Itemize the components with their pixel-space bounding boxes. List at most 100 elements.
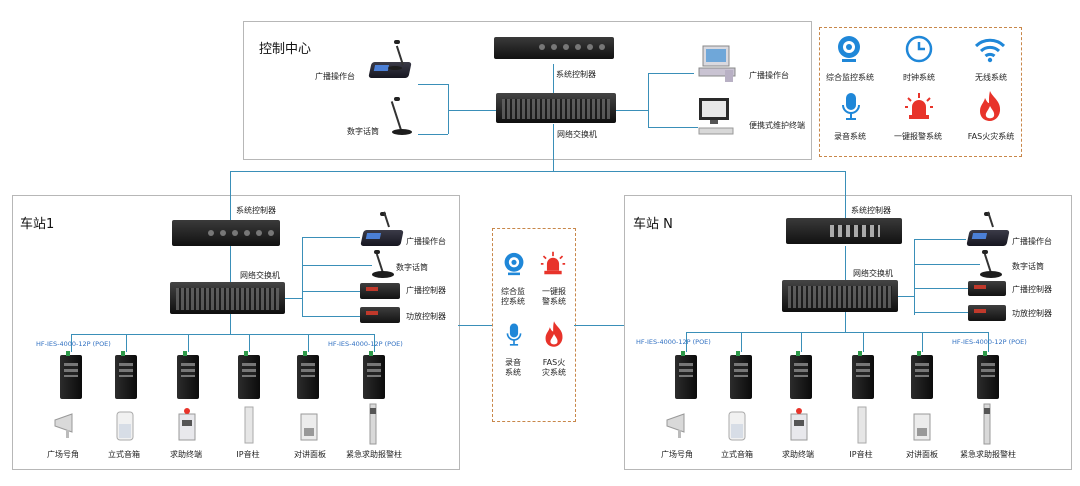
cc-left-bus [418,84,448,85]
sn-bus-mic [914,264,980,265]
sn-poe-switch-3 [790,351,812,399]
s1-switch-to-bus [285,298,302,299]
cc-right-bus [648,73,694,74]
sn-endpoint-3-label: 求助终端 [782,450,814,459]
s1-right-vert [302,237,303,317]
wifi-icon [974,38,1006,63]
stationN-title: 车站 N [633,217,673,232]
s1-endpoint-2-label: 立式音箱 [108,450,140,459]
horn-speaker-icon [666,413,685,438]
s1-poe-left-label: HF-IES-4000-12P (POE) [36,340,111,348]
help-terminal-icon [178,408,196,441]
cc-system-controller-label: 系统控制器 [556,70,596,79]
backbone-sn-drop [845,171,846,223]
cc-ctrl-to-switch [553,64,554,96]
s1-broadcast-controller-label: 广播控制器 [406,286,446,295]
portable-terminal-icon [698,98,734,135]
pc-workstation-icon [698,45,736,82]
s1-system-controller-device [172,220,280,246]
s1-poe-switch-2 [115,351,137,399]
s1-endpoint-bus [71,334,374,335]
s1-bus-bc [302,291,360,292]
sn-drop-5 [922,332,923,352]
cc-digital-mic-label: 数字话筒 [347,127,379,136]
digital-mic-device-2 [390,95,416,135]
sn-endpoint-4-label: IP音柱 [849,450,873,459]
ip-column-speaker-icon [857,406,867,444]
s1-poe-switch-5 [297,351,319,399]
middle-to-sn [574,325,624,326]
s1-drop-6 [374,334,375,352]
sys-item-1-label: 综合监控系统 [826,73,874,82]
s1-to-middle [458,325,492,326]
control-center-title: 控制中心 [259,42,312,57]
s1-system-controller-label: 系统控制器 [236,206,276,215]
sn-drop-3 [801,332,802,352]
sn-network-switch-label: 网络交换机 [853,269,893,278]
sn-drop-6 [988,332,989,352]
sn-system-controller-device [786,218,902,244]
s1-drop-1 [71,334,72,352]
sn-poe-right-label: HF-IES-4000-12P (POE) [952,338,1027,346]
s1-console-mic [378,211,394,232]
sn-drop-4 [863,332,864,352]
s1-bus-mic [302,265,372,266]
sn-poe-switch-2 [730,351,752,399]
alarm-light-icon [905,93,933,119]
s1-amp-controller-device [360,307,400,323]
intercom-panel-icon [913,413,931,441]
s1-drop-3 [188,334,189,352]
horn-speaker-icon [54,413,73,438]
sn-amp-controller-label: 功放控制器 [1012,309,1052,318]
sn-ctrl-to-switch [845,246,846,282]
s1-network-switch-device [170,282,285,314]
standing-speaker-icon [116,411,134,441]
sys-item-6-label: FAS火灾系统 [967,132,1015,141]
mid-item-4-label-2: 灾系统 [542,368,566,377]
s1-amp-controller-label: 功放控制器 [406,312,446,321]
microphone-icon [842,93,860,120]
standing-speaker-icon [728,411,746,441]
station1-title: 车站1 [20,217,55,232]
s1-drop-4 [249,334,250,352]
sn-console-mic [982,211,998,232]
cc-left-to-switch [448,110,496,111]
s1-bus-console [302,237,360,238]
s1-endpoint-4-label: IP音柱 [236,450,260,459]
s1-broadcast-console-device [360,230,404,246]
sn-network-switch-device [782,280,898,312]
sys-item-5-label: 一键报警系统 [894,132,942,141]
sys-item-4-label: 录音系统 [834,132,866,141]
cc-right-to-switch [616,110,648,111]
s1-ctrl-to-switch [230,246,231,282]
cc-left-bus-2 [418,134,448,135]
sys-item-3-label: 无线系统 [975,73,1007,82]
sn-poe-switch-1 [675,351,697,399]
s1-drop-2 [126,334,127,352]
cc-left-vert [448,84,449,134]
microphone-icon [506,323,522,346]
help-terminal-icon [790,408,808,441]
mid-item-4-label-1: FAS火 [542,358,566,367]
s1-poe-switch-4 [238,351,260,399]
sn-poe-switch-6 [977,351,999,399]
s1-poe-switch-1 [60,351,82,399]
system-controller-device [494,37,614,59]
mid-item-2-label-1: 一键报 [542,287,566,296]
digital-mic-device [388,40,414,70]
intercom-panel-icon [300,413,318,441]
sn-drop-1 [686,332,687,352]
cc-right-vert [648,73,649,127]
cc-broadcast-console-label: 广播操作台 [315,72,355,81]
s1-endpoint-5-label: 对讲面板 [294,450,326,459]
alarm-light-icon [540,251,566,275]
s1-endpoint-6-label: 紧急求助报警柱 [346,450,402,459]
cc-right-bus-2 [648,127,698,128]
s1-poe-right-label: HF-IES-4000-12P (POE) [328,340,403,348]
mid-item-1-label-1: 综合监 [501,287,525,296]
sn-poe-switch-4 [852,351,874,399]
s1-bus-amp [302,316,360,317]
sn-digital-mic-label: 数字话筒 [1012,262,1044,271]
s1-switch-down [230,314,231,334]
sn-endpoint-5-label: 对讲面板 [906,450,938,459]
